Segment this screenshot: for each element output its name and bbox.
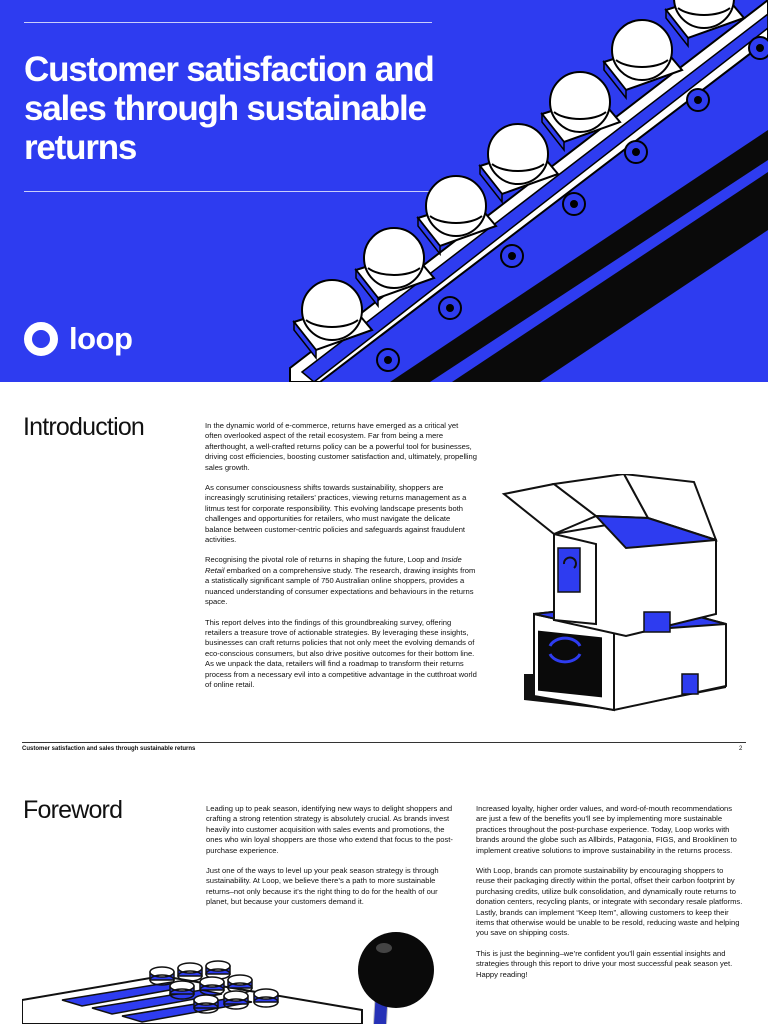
- foreword-column-1: Leading up to peak season, identifying n…: [206, 804, 461, 908]
- return-arrows-icon: [548, 636, 582, 664]
- hero-top-rule: [24, 22, 432, 23]
- loop-logo: loop: [24, 321, 133, 356]
- footer-rule: [22, 742, 746, 743]
- storage-puck: [193, 994, 219, 1014]
- storage-puck: [205, 960, 231, 980]
- foreword-paragraph-2: Just one of the ways to level up your pe…: [206, 866, 439, 907]
- conveyor-crate: [664, 0, 768, 60]
- foreword-heading: Foreword: [23, 796, 123, 824]
- conveyor-crate: [292, 279, 400, 372]
- conveyor-crate: [354, 227, 462, 320]
- foreword-paragraph-4: With Loop, brands can promote sustainabi…: [476, 866, 743, 938]
- storage-puck: [223, 990, 249, 1010]
- publication-name: Inside Retail: [205, 555, 462, 575]
- intro-paragraph-1: In the dynamic world of e-commerce, retu…: [205, 421, 477, 472]
- storage-puck: [227, 974, 253, 994]
- hero-banner: Customer satisfaction and sales through …: [0, 0, 768, 382]
- footer-title: Customer satisfaction and sales through …: [22, 746, 196, 752]
- intro-heading: Introduction: [23, 413, 145, 441]
- hero-bottom-rule: [24, 191, 432, 192]
- intro-paragraph-3: Recognising the pivotal role of returns …: [205, 555, 476, 607]
- page-number: 2: [739, 746, 743, 752]
- storage-puck: [177, 962, 203, 982]
- foreword-paragraph-1: Leading up to peak season, identifying n…: [206, 804, 453, 855]
- box-stack-illustration: [501, 474, 727, 712]
- intro-paragraph-4: This report delves into the findings of …: [205, 617, 477, 689]
- foreword-paragraph-3: Increased loyalty, higher order values, …: [476, 804, 737, 855]
- storage-puck: [199, 976, 225, 996]
- storage-puck: [149, 966, 175, 986]
- conveyor-illustration: [289, 0, 768, 382]
- conveyor-crate: [540, 71, 648, 164]
- intro-body: In the dynamic world of e-commerce, retu…: [205, 421, 477, 690]
- foreword-column-2: Increased loyalty, higher order values, …: [476, 804, 744, 980]
- loop-logo-icon: [24, 322, 58, 356]
- logo-wordmark: loop: [69, 321, 133, 356]
- conveyor-crate: [478, 123, 586, 216]
- conveyor-crate: [602, 19, 710, 112]
- foreword-paragraph-5: This is just the beginning–we’re confide…: [476, 948, 733, 979]
- storage-puck: [253, 988, 279, 1008]
- conveyor-crate: [416, 175, 524, 268]
- report-title: Customer satisfaction and sales through …: [24, 50, 435, 167]
- warehouse-illustration: [22, 932, 434, 1024]
- intro-paragraph-2: As consumer consciousness shifts towards…: [205, 483, 467, 545]
- storage-puck: [169, 980, 195, 1000]
